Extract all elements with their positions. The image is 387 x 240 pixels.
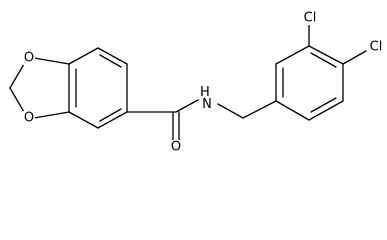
bond-ring2-double-3 — [310, 97, 337, 113]
atom-o-ring-bottom: O — [23, 111, 35, 126]
bond-carbonyl-n — [175, 99, 199, 113]
atom-cl-para: Cl — [367, 40, 385, 55]
bond-n-ch2 — [217, 103, 244, 119]
bond-ring1-b — [68, 47, 99, 65]
bond-ring2-cl-para — [342, 50, 367, 65]
atom-o-ring-top: O — [23, 51, 35, 66]
bond-ch2-ring2 — [242, 100, 277, 119]
bond-ring2-f — [275, 100, 310, 121]
bond-ch2-o-top — [9, 63, 25, 89]
bond-ring1-double-3 — [99, 108, 122, 122]
atom-label-cl-meta: Cl — [304, 11, 317, 26]
bond-ring2-c — [308, 45, 344, 65]
atom-cl-meta: Cl — [301, 11, 319, 26]
bond-ring1-c — [97, 47, 128, 65]
atom-label-carbonyl-o: O — [171, 140, 181, 155]
atom-label-o-bottom: O — [24, 111, 34, 126]
bond-ch2-o-bottom — [9, 87, 25, 113]
molecular-structure: O O O H N Cl Cl — [9, 10, 385, 155]
atom-carbonyl-o: O — [170, 140, 182, 155]
bond-ring2-b — [275, 45, 310, 65]
bond-ring1-double-2 — [99, 54, 122, 68]
atom-amide-nh: H N — [199, 85, 215, 112]
bond-o-bottom-ring — [33, 111, 70, 119]
atom-label-o-top: O — [24, 51, 34, 66]
bond-ring1-e — [97, 111, 128, 129]
bond-ring1-f — [68, 111, 99, 129]
bond-o-top-ring — [33, 57, 70, 65]
atom-label-cl-para: Cl — [370, 40, 383, 55]
bond-ring2-e — [308, 100, 344, 121]
atom-label-nh: H N — [200, 85, 214, 112]
bond-ring2-double-2 — [310, 52, 337, 68]
